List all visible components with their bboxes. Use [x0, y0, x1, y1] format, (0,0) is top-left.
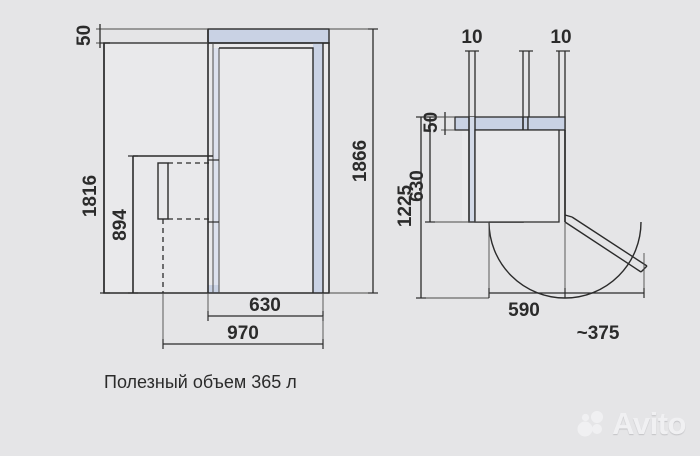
dim-label-top-gap: 50	[74, 25, 95, 46]
dim-label-top-panel: 50	[421, 112, 442, 133]
front-right-door-inner	[219, 47, 314, 293]
dim-label-total-height: 1866	[350, 140, 371, 182]
dim-label-door-swing: ~375	[577, 323, 620, 344]
avito-wordmark: Avito	[612, 406, 686, 441]
side-view-group: 10 10	[395, 27, 675, 344]
side-top-panel	[454, 116, 529, 131]
dim-label-handle-height: 894	[110, 209, 131, 241]
dim-label-total-depth: 1225	[395, 184, 416, 227]
avito-logo-icon	[577, 411, 604, 437]
front-left-stile-fill	[213, 48, 219, 293]
dim-label-clearance-right: 10	[550, 27, 571, 48]
side-interior-outline	[474, 129, 560, 223]
dim-label-body-depth: 630	[407, 170, 428, 202]
front-view-group: 50 1816 894 1866 630	[74, 24, 378, 349]
arc-helper	[565, 112, 675, 222]
dim-label-total-width: 970	[227, 323, 259, 344]
front-top-panel	[207, 28, 330, 44]
dim-label-clearance-left: 10	[461, 27, 482, 48]
dim-label-cabinet-height: 1816	[80, 175, 101, 217]
side-left-stripe	[469, 117, 475, 222]
front-right-stile-fill	[313, 43, 323, 293]
door-hinge	[564, 214, 573, 218]
useful-volume-caption: Полезный объем 365 л	[104, 372, 297, 392]
dim-label-door-depth: 590	[508, 300, 540, 321]
dim-label-door-width: 630	[249, 295, 281, 316]
avito-watermark: Avito	[576, 406, 686, 442]
door-leaf-line-b	[571, 216, 648, 267]
side-top-panel-right	[527, 116, 566, 131]
door-leaf-line-a	[564, 221, 642, 273]
side-interior-fill	[475, 130, 559, 222]
